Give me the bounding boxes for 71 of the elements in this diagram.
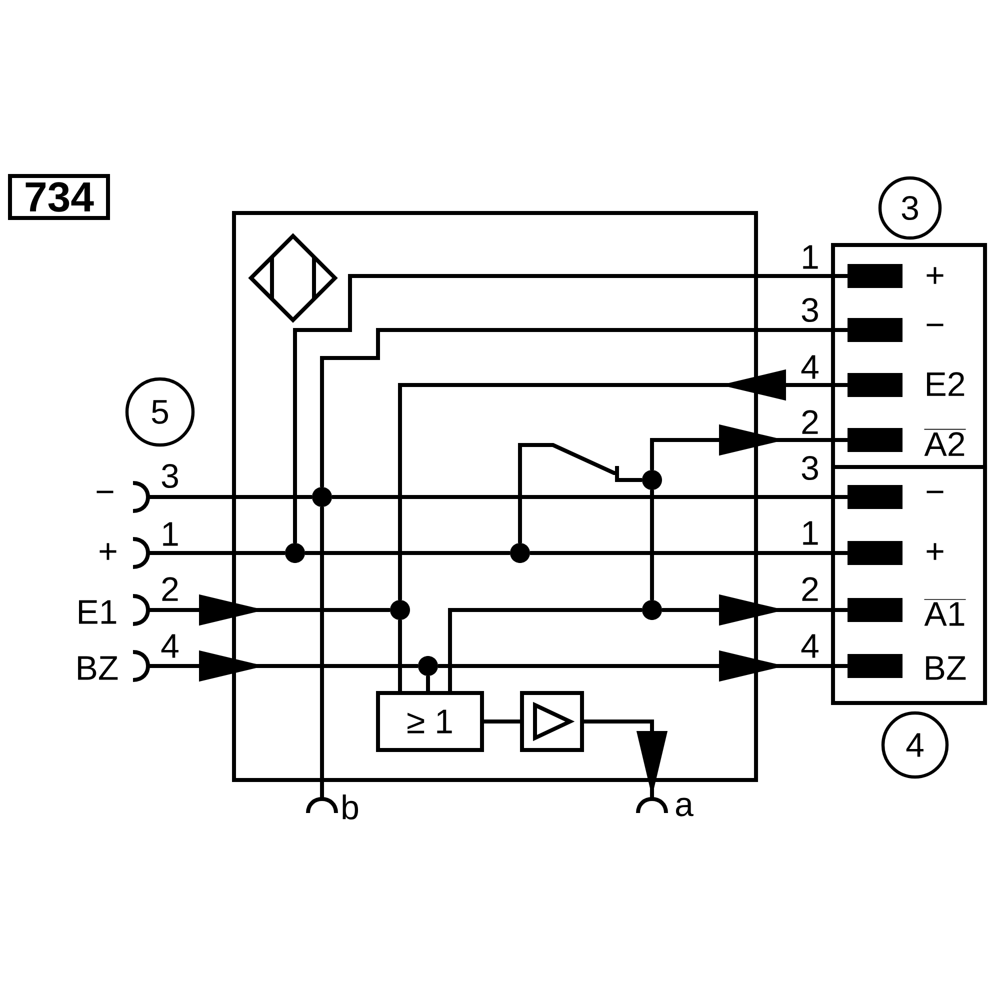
terminal-label: −	[926, 324, 944, 326]
socket-symbol	[132, 481, 150, 513]
arrow	[582, 720, 668, 799]
wire	[448, 608, 642, 693]
housing-outline	[232, 211, 758, 782]
terminal-label: E2	[927, 372, 964, 396]
terminal-label: −	[96, 490, 114, 494]
socket-symbol	[132, 594, 150, 626]
wire	[148, 495, 312, 499]
callout-number: 5	[125, 377, 195, 447]
pin-number: 3	[802, 298, 818, 322]
pin-number: 3	[802, 456, 818, 480]
connector-block	[831, 465, 988, 705]
wire	[650, 490, 654, 600]
terminal-label: A2	[924, 428, 966, 456]
wire	[398, 620, 402, 693]
pin-number: 2	[802, 410, 818, 434]
junction-dot	[510, 543, 530, 563]
number-box: 734	[8, 174, 110, 220]
callout-number: 4	[881, 711, 949, 779]
wire	[305, 551, 510, 555]
pin-number: 2	[802, 577, 818, 601]
junction-dot	[390, 600, 410, 620]
pin-contact	[848, 485, 903, 509]
terminal-label: +	[100, 543, 116, 560]
pin-number: 4	[801, 634, 818, 658]
socket-symbol	[132, 537, 150, 569]
pin-number: 1	[803, 521, 818, 545]
terminal-label: BZ	[926, 656, 966, 680]
socket-symbol	[636, 797, 668, 814]
logic-gate-box: ≥ 1	[376, 691, 484, 752]
wire	[320, 507, 324, 799]
terminal-label: A1	[924, 599, 966, 626]
pin-contact	[848, 598, 903, 622]
pin-number: 3	[162, 464, 178, 488]
pin-number: 4	[161, 634, 178, 658]
junction-dot	[642, 600, 662, 620]
callout-number: 3	[878, 176, 942, 240]
arrow	[650, 424, 848, 470]
junction-dot	[312, 487, 332, 507]
pin-number: 1	[803, 245, 818, 269]
junction-dot	[642, 470, 662, 490]
wire	[293, 274, 848, 543]
junction-dot	[418, 656, 438, 676]
wire	[320, 328, 848, 487]
junction-dot	[285, 543, 305, 563]
pin-contact	[848, 654, 903, 678]
pin-number: 2	[162, 577, 178, 601]
terminal-label: a	[676, 798, 694, 816]
terminal-label: +	[926, 267, 944, 284]
terminal-label: +	[926, 543, 944, 560]
pin-contact	[848, 541, 903, 565]
wire	[426, 676, 430, 693]
terminal-label: E1	[79, 600, 116, 624]
pin-number: 1	[163, 522, 178, 546]
pin-contact	[848, 264, 903, 288]
pin-number: 4	[801, 355, 818, 379]
socket-symbol	[132, 650, 150, 682]
terminal-label: BZ	[78, 656, 118, 680]
pin-contact	[848, 428, 903, 452]
pin-contact	[848, 318, 903, 342]
pin-contact	[848, 373, 903, 397]
wire	[148, 551, 285, 555]
wire	[518, 443, 642, 543]
terminal-label: −	[926, 490, 944, 494]
amplifier-symbol	[520, 691, 584, 752]
wire	[332, 495, 848, 499]
wire	[482, 720, 522, 724]
socket-symbol	[306, 797, 338, 814]
wire	[530, 551, 848, 555]
terminal-label: b	[342, 794, 358, 820]
